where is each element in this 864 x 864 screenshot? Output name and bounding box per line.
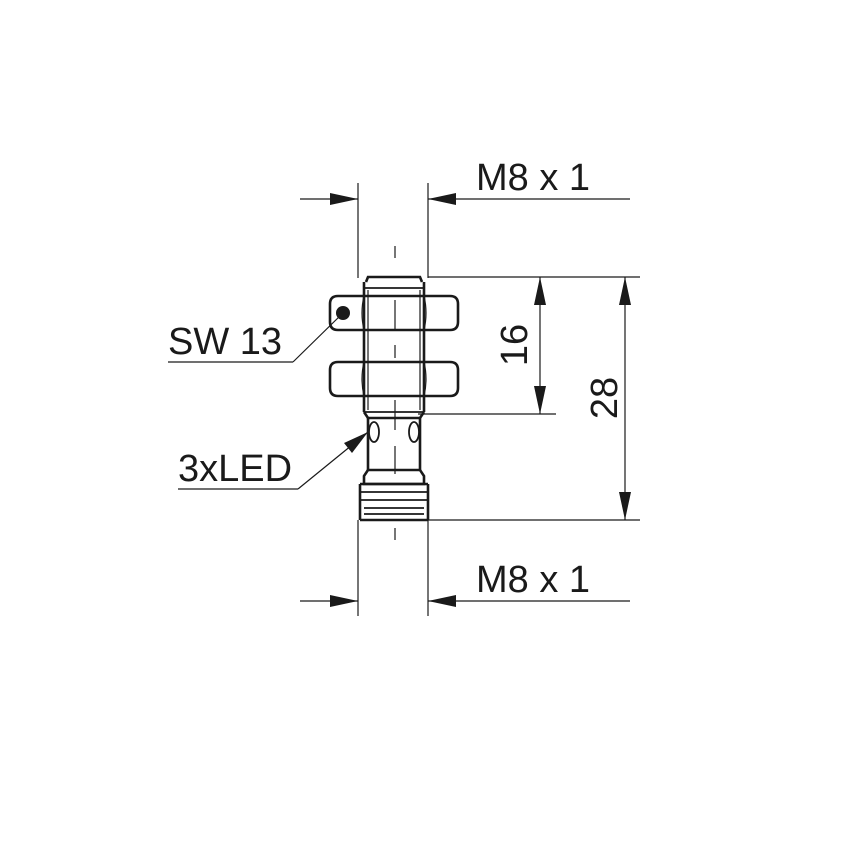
top-thread-label: M8 x 1 [476, 157, 590, 199]
connector [358, 468, 430, 522]
wrench-size-label: SW 13 [168, 321, 282, 363]
led-label: 3xLED [178, 448, 292, 490]
wrench-size-callout: SW 13 [168, 306, 350, 363]
arrow-left [428, 193, 456, 205]
led-window [408, 421, 420, 443]
upper-hex-nut [328, 294, 460, 332]
leader-arrow [344, 432, 368, 453]
bottom-thread-label: M8 x 1 [476, 559, 590, 601]
dimension-16: 16 [418, 276, 640, 415]
arrow-right [330, 193, 358, 205]
arrow-left [428, 595, 456, 607]
led-window [368, 421, 380, 443]
bottom-thread-dimension: M8 x 1 [300, 520, 630, 616]
lower-hex-nut [328, 360, 460, 398]
arrow-down [619, 492, 631, 520]
arrow-right [330, 595, 358, 607]
led-housing [366, 418, 422, 470]
dimension-28: 28 [428, 277, 640, 521]
arrow-down [534, 386, 546, 414]
dimension-16-label: 16 [494, 324, 536, 366]
arrow-up [534, 277, 546, 305]
sensor-body [328, 275, 460, 522]
led-callout: 3xLED [178, 431, 369, 490]
arrow-up [619, 277, 631, 305]
top-thread-dimension: M8 x 1 [300, 157, 630, 278]
dimension-28-label: 28 [584, 377, 626, 419]
